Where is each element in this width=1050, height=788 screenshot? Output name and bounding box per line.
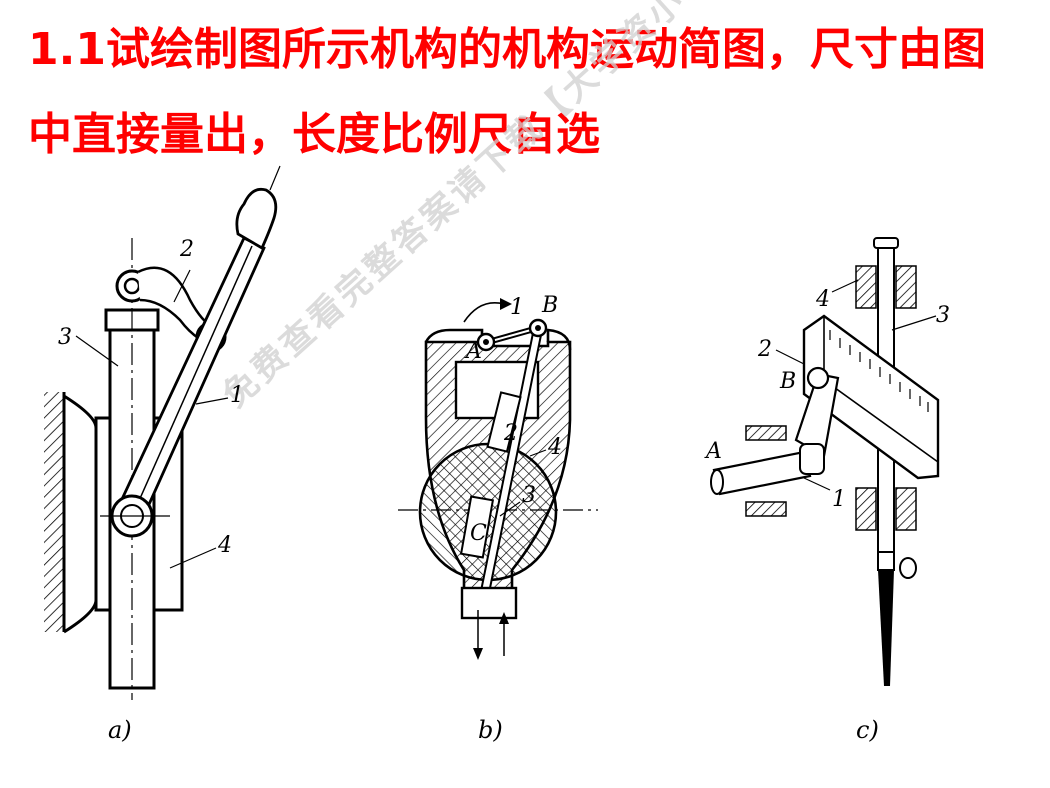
handle <box>235 187 278 250</box>
fig-b-caption: b) <box>478 716 503 744</box>
guide-4-bottom <box>855 487 877 531</box>
fig-c-label-A: A <box>704 439 722 464</box>
fig-b-label-C: C <box>470 521 487 546</box>
fig-c-caption: c) <box>856 716 879 744</box>
fig-a-caption: a) <box>108 716 132 744</box>
figure-c: 4 3 2 B A 1 c) <box>704 237 950 744</box>
fig-a-label-2: 2 <box>179 237 194 262</box>
shaft-A <box>712 450 812 496</box>
guide-4-top-left <box>855 265 877 309</box>
fig-c-label-B: B <box>779 369 796 394</box>
fig-a-label-1: 1 <box>230 383 244 408</box>
fig-b-label-3: 3 <box>522 483 536 508</box>
page-title-line-2: 中直接量出，长度比例尺自选 <box>28 109 600 160</box>
ground-wall <box>44 392 64 632</box>
fig-c-label-3: 3 <box>936 303 950 328</box>
fig-b-label-2: 2 <box>503 421 518 446</box>
tool <box>878 570 894 686</box>
fig-a-label-4: 4 <box>217 533 232 558</box>
fig-c-label-4: 4 <box>815 287 830 312</box>
fig-b-label-B: B <box>541 293 558 318</box>
fig-b-label-1: 1 <box>510 295 524 320</box>
figure-a: 2 3 1 4 a) <box>44 165 281 744</box>
fig-c-label-1: 1 <box>832 487 846 512</box>
rotation-arrow <box>463 302 505 323</box>
figure-b: 1 B A 2 4 3 C b) <box>398 293 598 744</box>
page-title-line-1: 1.1试绘制图所示机构的机构运动简图，尺寸由图 <box>28 24 986 75</box>
port <box>460 586 518 620</box>
flange <box>63 394 98 634</box>
fig-a-label-3: 3 <box>58 325 72 350</box>
fig-c-label-2: 2 <box>757 337 772 362</box>
fig-b-label-A: A <box>464 339 482 364</box>
fig-b-label-4: 4 <box>547 435 562 460</box>
guide-A-top <box>745 425 787 441</box>
